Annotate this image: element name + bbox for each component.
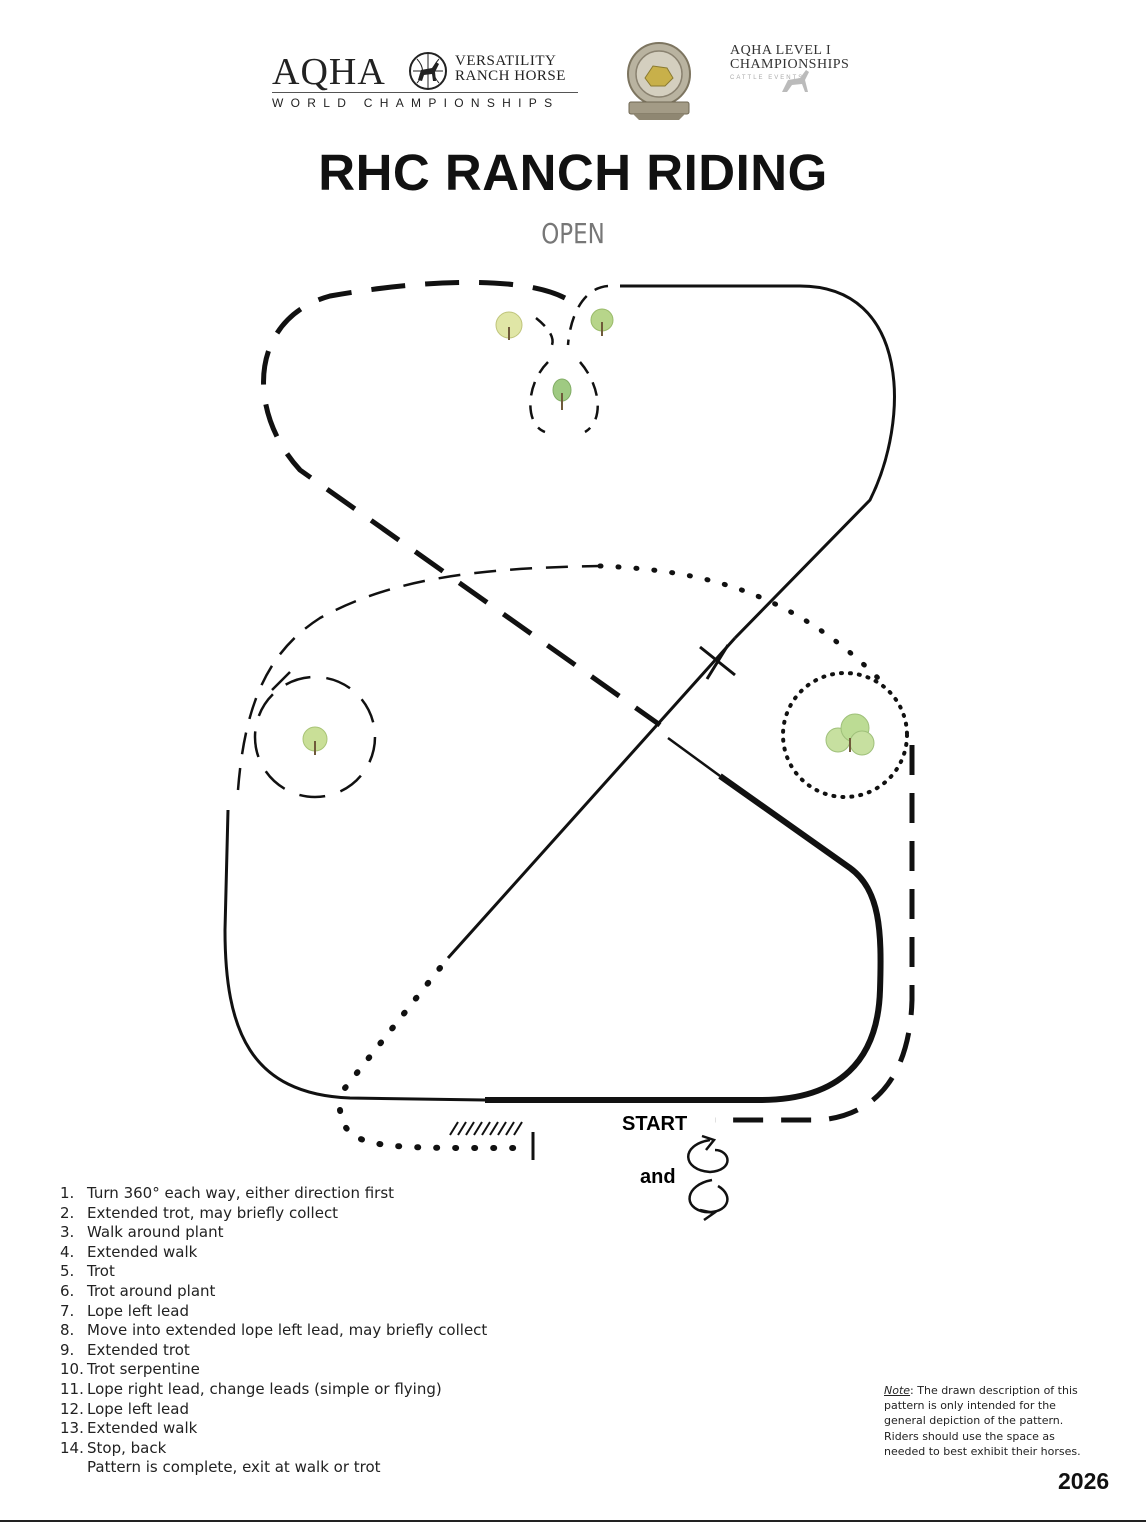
roping-horse-icon [782, 70, 809, 92]
serpentine-dash-a [535, 317, 554, 346]
x-mark [699, 644, 736, 680]
instruction-text: Extended walk [87, 1242, 198, 1261]
instruction-number: 4. [60, 1242, 75, 1261]
and-label: and [640, 1166, 676, 1188]
instructions-list: 1. Turn 360° each way, either direction f… [60, 1184, 487, 1458]
instruction-text: Stop, back [87, 1438, 167, 1457]
back-hatch [449, 1121, 523, 1136]
diagonal-solid [446, 636, 737, 960]
dotted-exit [337, 1107, 523, 1152]
instruction-text: Turn 360° each way, either direction fir… [87, 1184, 395, 1202]
lope-left-lead-solid [223, 809, 486, 1102]
instruction-number: 3. [60, 1223, 75, 1242]
lope-right-lead-dashed [236, 564, 601, 791]
vrh-line2: RANCH HORSE [455, 68, 566, 84]
extended-lope-bold [485, 773, 884, 1103]
instruction-item: 2. Extended trot, may briefly collect [60, 1204, 487, 1224]
page-subtitle: OPEN [541, 217, 605, 250]
instruction-number: 1. [60, 1184, 75, 1202]
instruction-text: Lope left lead [87, 1399, 189, 1418]
instruction-text: Trot serpentine [87, 1360, 200, 1379]
instruction-number: 13. [60, 1419, 84, 1438]
instruction-text: Walk around plant [87, 1223, 224, 1242]
plant-top-left-icon [495, 311, 523, 340]
instruction-text: Extended trot, may briefly collect [87, 1203, 339, 1222]
trot-around-plant-circle [253, 675, 377, 799]
instruction-text: Trot [87, 1262, 115, 1281]
level-line1: AQHA LEVEL I [730, 43, 832, 58]
instruction-item: 10.Trot serpentine [60, 1360, 487, 1380]
extended-trot-right-dashed [715, 745, 915, 1123]
instruction-number: 12. [60, 1399, 84, 1418]
note-text: Note: The drawn description of this patt… [884, 1383, 1084, 1459]
instruction-number: 8. [60, 1321, 75, 1340]
plant-top-right-icon [590, 308, 614, 336]
championship-buckle-badge-icon [627, 42, 691, 120]
instruction-text: Lope left lead [87, 1301, 189, 1320]
instruction-text: Extended trot [87, 1340, 190, 1359]
aqha-wordmark: AQHA [272, 51, 386, 93]
instruction-item: 5. Trot [60, 1262, 487, 1282]
vrh-line1: VERSATILITY [455, 53, 557, 69]
instruction-item: 6. Trot around plant [60, 1282, 487, 1302]
logo-divider [272, 92, 578, 93]
instruction-item: 14.Stop, back [60, 1439, 487, 1459]
instruction-item: 4. Extended walk [60, 1243, 487, 1263]
note-body: : The drawn description of this pattern … [884, 1384, 1081, 1458]
instruction-number: 11. [60, 1379, 84, 1398]
completion-text: Pattern is complete, exit at walk or tro… [87, 1458, 381, 1476]
dotted-arc-right [597, 563, 883, 683]
level-line2: CHAMPIONSHIPS [730, 57, 850, 72]
walk-around-plant-c [529, 361, 599, 434]
instruction-number: 7. [60, 1301, 75, 1320]
instruction-number: 14. [60, 1438, 84, 1457]
year-label: 2026 [1058, 1468, 1110, 1494]
note-label: Note [884, 1384, 911, 1397]
serpentine-dash-b [566, 284, 609, 346]
plant-top-center-icon [552, 378, 572, 410]
instruction-item: 11.Lope right lead, change leads (simple… [60, 1380, 487, 1400]
instruction-text: Move into extended lope left lead, may b… [87, 1321, 488, 1340]
level-sub: CATTLE EVENTS [730, 75, 805, 81]
instruction-text: Extended walk [87, 1419, 198, 1438]
plant-right-bush-icon [825, 713, 875, 756]
instruction-number: 5. [60, 1262, 75, 1281]
bottom-rule [0, 1520, 1146, 1522]
instruction-item: 7. Lope left lead [60, 1302, 487, 1322]
instruction-item: 3. Walk around plant [60, 1223, 487, 1243]
instruction-number: 10. [60, 1360, 84, 1379]
instruction-number: 6. [60, 1281, 75, 1300]
dotted-plant-circle [781, 671, 909, 799]
horse-globe-icon [409, 52, 447, 90]
instruction-item: 8. Move into extended lope left lead, may… [60, 1321, 487, 1341]
instruction-item: 13.Extended walk [60, 1419, 487, 1439]
instruction-number: 9. [60, 1340, 75, 1359]
aqha-level-one-logo: AQHA LEVEL I CHAMPIONSHIPS CATTLE EVENTS [730, 43, 866, 92]
turn-360-arrows-icon [687, 1134, 729, 1222]
dotted-diagonal [342, 965, 443, 1091]
extended-trot-dashed [261, 279, 662, 728]
vrh-text: VERSATILITY RANCH HORSE [455, 54, 566, 84]
instruction-item: 12.Lope left lead [60, 1400, 487, 1420]
start-label: START [622, 1113, 687, 1135]
instruction-number: 2. [60, 1203, 75, 1222]
plant-left-icon [302, 726, 328, 755]
arrow-head-left [271, 671, 291, 691]
instruction-item: 1. Turn 360° each way, either direction f… [60, 1184, 487, 1204]
instruction-item: 9. Extended trot [60, 1341, 487, 1361]
page-title: RHC RANCH RIDING [318, 144, 828, 201]
aqha-vrh-logo: AQHA VERSATILITY RANCH HORSE WORLD CHAMP… [270, 50, 590, 112]
instruction-text: Trot around plant [87, 1281, 216, 1300]
world-championships-text: WORLD CHAMPIONSHIPS [272, 96, 560, 110]
instruction-text: Lope right lead, change leads (simple or… [87, 1379, 442, 1398]
lope-loop-solid [620, 284, 896, 640]
walk-segment [667, 736, 721, 778]
